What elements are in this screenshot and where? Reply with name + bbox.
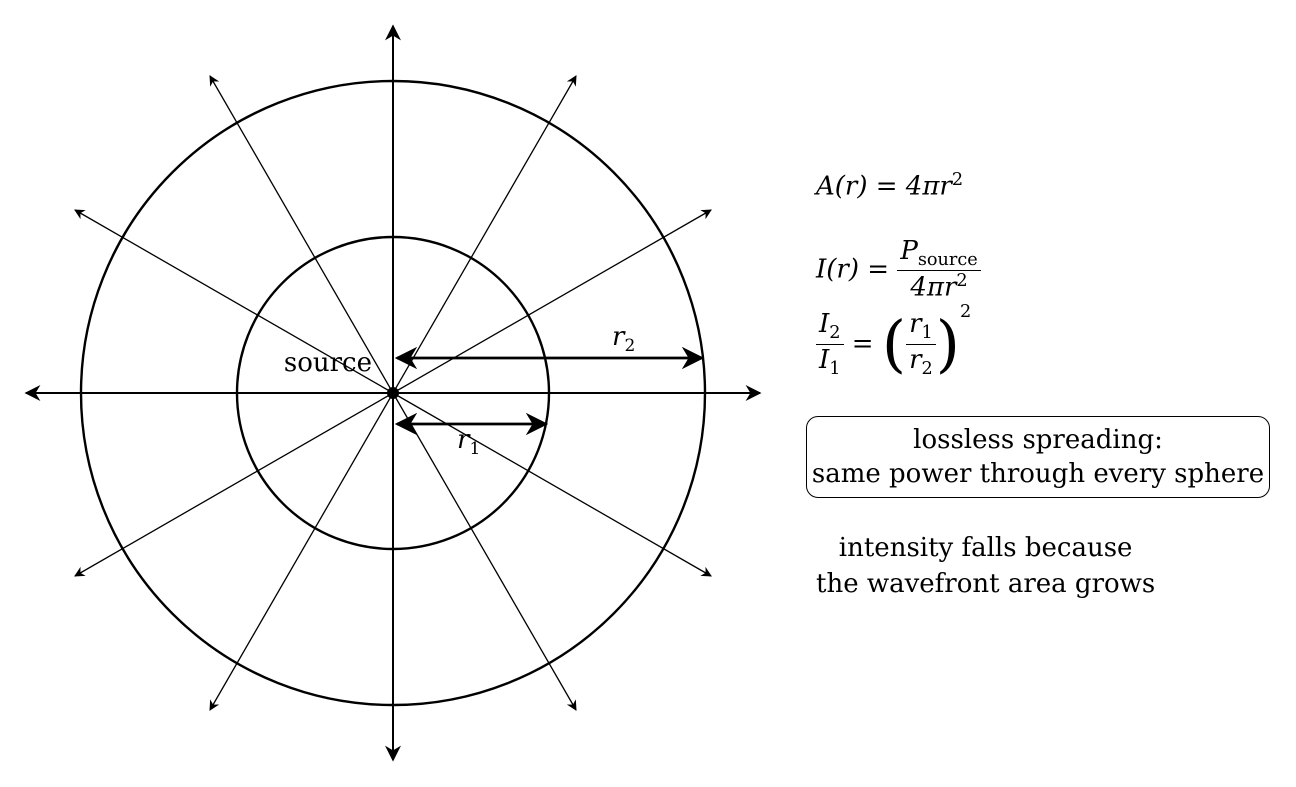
radius-ratio-fraction: r1 r2 [906,309,936,379]
area-equation-text: A(r) = 4πr [816,171,952,202]
ray-nw-60 [209,75,394,394]
ratio-exponent: 2 [959,302,972,322]
lossless-spreading-note: lossless spreading: same power through e… [806,416,1270,498]
intensity-numerator: Psource [897,236,981,272]
ray-sw-30 [74,392,394,577]
r1-label: r1 [457,425,480,459]
ray-nw-30 [74,209,394,394]
intensity-ratio-fraction: I2 I1 [816,309,844,379]
intensity-caption: intensity falls because the wavefront ar… [816,530,1155,602]
source-label: source [284,348,372,378]
caption-line-2: the wavefront area grows [816,569,1156,599]
intensity-equation: I(r) = Psource 4πr2 [816,236,981,303]
ratio-equation: I2 I1 = ( r1 r2 )2 [816,302,971,379]
caption-line-1: intensity falls because [838,533,1133,563]
note-line-2: same power through every sphere [811,459,1265,489]
ray-se-60 [392,392,577,711]
note-line-1: lossless spreading: [913,425,1163,455]
ray-sw-60 [209,392,394,711]
ray-ne-30 [392,209,712,394]
area-exponent: 2 [951,170,964,190]
ray-se-30 [392,392,712,577]
source-point [387,387,399,399]
r2-label: r2 [612,322,635,356]
spherical-spreading-diagram: source r2 r1 [24,24,762,762]
intensity-fraction: Psource 4πr2 [897,236,981,303]
ray-ne-60 [392,75,577,394]
intensity-denominator: 4πr2 [910,271,968,303]
area-equation: A(r) = 4πr2 [816,170,963,202]
intensity-lhs: I(r) = [816,254,898,285]
